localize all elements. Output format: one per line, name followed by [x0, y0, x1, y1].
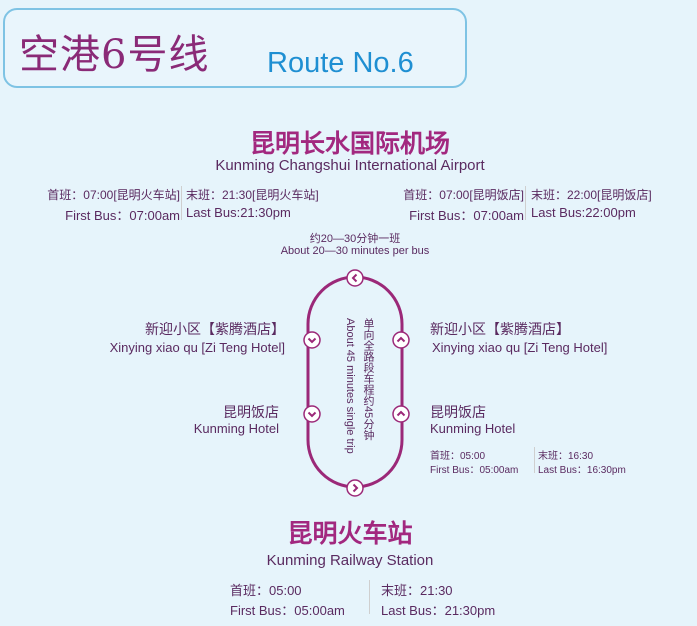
airport-right-last-cn: 末班：22:00[昆明饭店]: [531, 188, 652, 202]
chevron-up-icon: [392, 331, 410, 349]
stop-right-xinying-cn: 新迎小区【紫腾酒店】: [430, 322, 570, 338]
airport-left-divider: [181, 186, 182, 220]
station-last-en: Last Bus：21:30pm: [381, 603, 496, 618]
frequency-en: About 20—30 minutes per bus: [280, 245, 430, 257]
station-first-cn: 首班：05:00: [230, 583, 302, 598]
stop-right-kunming-hotel-en: Kunming Hotel: [430, 421, 516, 436]
stop-left-xinying-en: Xinying xiao qu [Zi Teng Hotel]: [109, 340, 285, 355]
chevron-right-icon: [346, 479, 364, 497]
stop-left-kunming-hotel-cn: 昆明饭店: [223, 405, 279, 421]
stop-right-xinying-en: Xinying xiao qu [Zi Teng Hotel]: [432, 340, 608, 355]
station-last-cn: 末班：21:30: [381, 583, 453, 598]
route-title-cn: 空港6号线: [19, 32, 210, 78]
airport-left-last-cn: 末班：21:30[昆明火车站]: [186, 188, 319, 202]
airport-left-last-en: Last Bus:21:30pm: [186, 205, 291, 220]
chevron-up-icon: [392, 405, 410, 423]
route-title-box: 空港6号线 Route No.6: [3, 8, 467, 88]
frequency-cn: 约20—30分钟一班: [309, 233, 401, 245]
airport-name-en: Kunming Changshui International Airport: [215, 157, 485, 174]
kunming-hotel-last-cn: 末班：16:30: [538, 451, 594, 462]
trip-duration-en: About 45 minutes single trip: [344, 318, 356, 454]
kunming-hotel-first-en: First Bus：05:00am: [430, 465, 519, 476]
airport-left-first-cn: 首班：07:00[昆明火车站]: [47, 188, 180, 202]
station-name-cn: 昆明火车站: [287, 519, 413, 548]
kunming-hotel-first-cn: 首班：05:00: [430, 451, 486, 462]
airport-right-first-en: First Bus：07:00am: [409, 208, 524, 223]
chevron-left-icon: [346, 269, 364, 287]
stop-left-xinying-cn: 新迎小区【紫腾酒店】: [145, 322, 285, 338]
station-name-en: Kunming Railway Station: [266, 552, 434, 569]
airport-left-first-en: First Bus：07:00am: [65, 208, 180, 223]
kunming-hotel-divider: [534, 447, 535, 473]
chevron-down-icon: [303, 405, 321, 423]
route-title-en: Route No.6: [267, 47, 414, 79]
airport-right-divider: [525, 186, 526, 220]
stop-left-kunming-hotel-en: Kunming Hotel: [193, 421, 279, 436]
chevron-down-icon: [303, 331, 321, 349]
stop-right-kunming-hotel-cn: 昆明饭店: [430, 405, 486, 421]
station-divider: [369, 580, 370, 614]
airport-right-first-cn: 首班：07:00[昆明饭店]: [403, 188, 524, 202]
station-first-en: First Bus：05:00am: [230, 603, 345, 618]
airport-right-last-en: Last Bus:22:00pm: [531, 205, 636, 220]
airport-name-cn: 昆明长水国际机场: [249, 129, 450, 158]
trip-duration-cn: 单向全路段车程约45分钟: [362, 318, 374, 441]
kunming-hotel-last-en: Last Bus：16:30pm: [538, 465, 626, 476]
